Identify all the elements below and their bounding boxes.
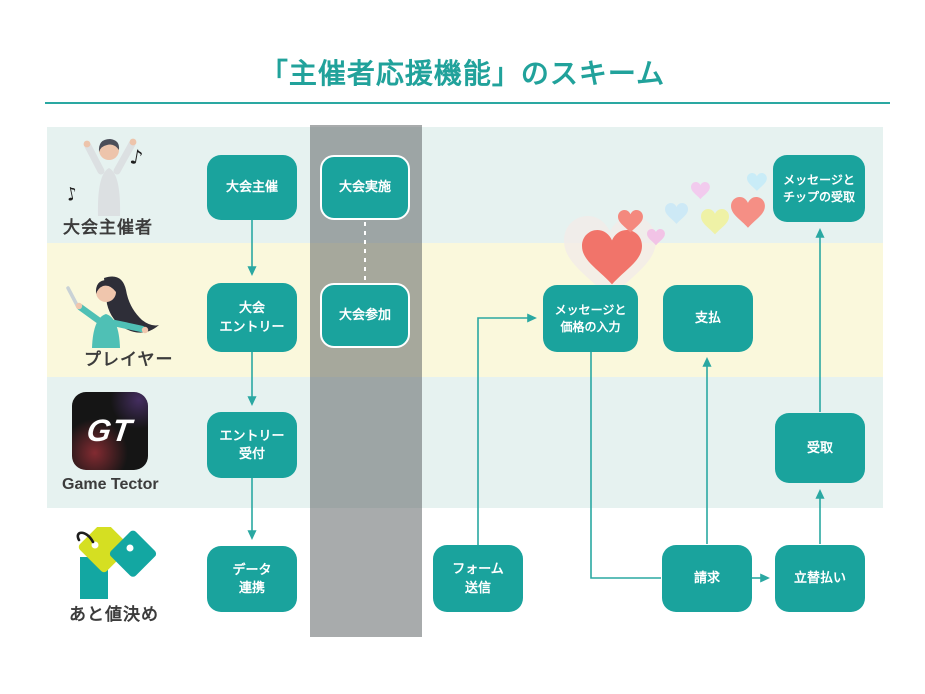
organizer-arm-right bbox=[113, 140, 136, 175]
teal-tag bbox=[109, 530, 157, 577]
node-entry: 大会 エントリー bbox=[207, 283, 297, 352]
ato-nedan-logo bbox=[76, 527, 157, 599]
lane-label-game-tector: Game Tector bbox=[62, 476, 159, 493]
player-illustration bbox=[66, 276, 159, 348]
node-label: 大会参加 bbox=[338, 307, 391, 323]
gt-logo-text: GT bbox=[85, 413, 136, 448]
node-host: 大会主催 bbox=[207, 155, 297, 220]
node-label: データ 連携 bbox=[232, 561, 272, 595]
game-tector-logo: GT bbox=[72, 392, 148, 470]
lane-label-organizer: 大会主催者 bbox=[63, 218, 153, 237]
node-label: メッセージと 価格の入力 bbox=[554, 302, 627, 334]
player-stick bbox=[66, 286, 80, 309]
player-hair-front bbox=[95, 280, 117, 294]
organizer-body bbox=[97, 168, 121, 216]
node-datalink: データ 連携 bbox=[207, 546, 297, 612]
music-note-icon: ♪ bbox=[64, 183, 80, 206]
player-body bbox=[92, 314, 120, 348]
node-label: メッセージと チップの受取 bbox=[782, 172, 855, 204]
tag-string bbox=[76, 531, 95, 544]
node-label: 立替払い bbox=[793, 570, 846, 586]
title-underline bbox=[45, 102, 890, 104]
player-arm-right bbox=[110, 319, 146, 333]
lane-game-tector bbox=[47, 377, 883, 508]
node-label: 大会実施 bbox=[338, 179, 391, 195]
player-hand bbox=[75, 302, 83, 310]
page-title: 「主催者応援機能」のスキーム bbox=[259, 58, 666, 89]
organizer-hand bbox=[83, 140, 91, 148]
music-note-icon: ♪ bbox=[128, 144, 145, 170]
node-invoice: 請求 bbox=[662, 545, 752, 612]
player-hand bbox=[141, 326, 149, 334]
player-hair-back bbox=[104, 276, 159, 333]
node-label: 大会 エントリー bbox=[219, 300, 285, 334]
node-form: フォーム 送信 bbox=[433, 545, 523, 612]
lane-organizer bbox=[47, 127, 883, 243]
lane-label-ato-nedan: あと値決め bbox=[69, 605, 159, 624]
node-reimburse: 立替払い bbox=[775, 545, 865, 612]
organizer-arm-left bbox=[84, 142, 105, 175]
player-arm-left bbox=[76, 303, 102, 324]
node-pay: 支払 bbox=[663, 285, 753, 352]
node-reception: エントリー 受付 bbox=[207, 412, 297, 478]
node-label: 受取 bbox=[806, 439, 833, 455]
node-join: 大会参加 bbox=[320, 283, 410, 348]
node-label: 請求 bbox=[693, 570, 720, 586]
node-msgprice: メッセージと 価格の入力 bbox=[543, 285, 638, 352]
organizer-illustration: ♪ ♪ bbox=[64, 138, 145, 216]
organizer-hand bbox=[129, 138, 137, 146]
node-label: フォーム 送信 bbox=[452, 561, 504, 595]
tag-hole bbox=[126, 544, 134, 552]
node-receive: 受取 bbox=[775, 413, 865, 483]
node-label: 大会主催 bbox=[225, 179, 278, 195]
node-exec: 大会実施 bbox=[320, 155, 410, 220]
organizer-hair bbox=[98, 139, 120, 152]
node-label: エントリー 受付 bbox=[219, 427, 285, 461]
node-msgtip: メッセージと チップの受取 bbox=[773, 155, 865, 222]
lane-label-player: プレイヤー bbox=[84, 350, 174, 369]
node-label: 支払 bbox=[694, 310, 721, 326]
